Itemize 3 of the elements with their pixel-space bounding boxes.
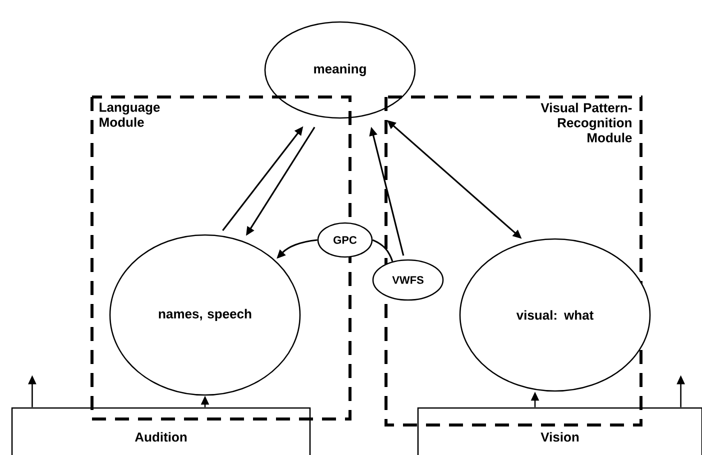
connector-line — [372, 239, 394, 262]
input-box: Vision — [417, 407, 702, 455]
input-box: Audition — [11, 407, 311, 455]
